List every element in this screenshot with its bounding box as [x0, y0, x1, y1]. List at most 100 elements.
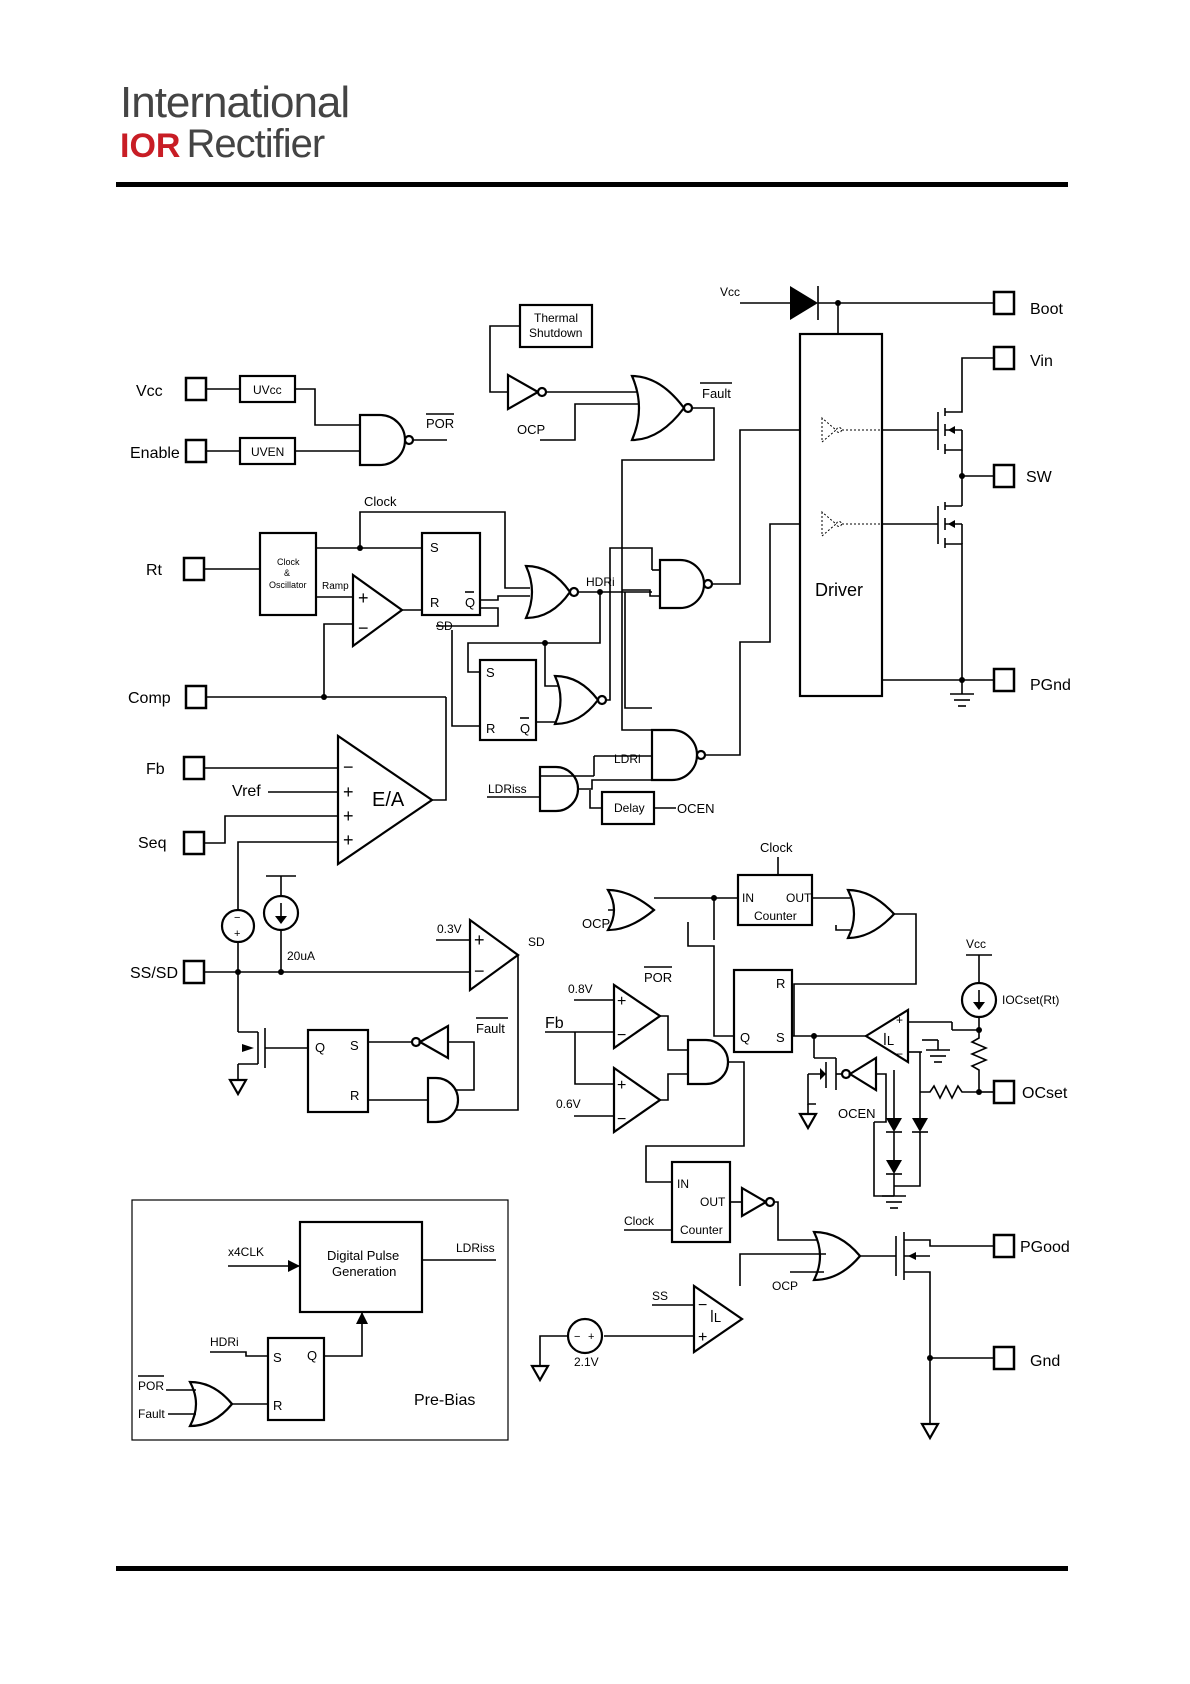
pin-pgood-label: PGood — [1020, 1239, 1070, 1256]
hdr-nand-gate — [658, 558, 706, 610]
ocp-latch-r: R — [776, 976, 785, 991]
pin-vin — [992, 345, 1016, 371]
prebias-label: Pre-Bias — [414, 1392, 475, 1409]
pin-comp — [184, 684, 208, 710]
ocset-diode-2 — [912, 1118, 928, 1132]
x4clk-label: x4CLK — [228, 1245, 264, 1259]
pgood-ocp-label: OCP — [772, 1279, 798, 1293]
ss-src-plus: + — [234, 928, 240, 940]
v06-label: 0.6V — [556, 1097, 581, 1111]
thermal-inverter — [506, 373, 541, 411]
pgood-counter-label: Counter — [680, 1223, 723, 1237]
ss-and-gate — [426, 1076, 460, 1124]
ss-latch-s: S — [350, 1038, 359, 1053]
logo-line-international: International — [120, 78, 350, 127]
pgood-comp-high — [612, 982, 662, 1051]
ldr-nand-gate — [650, 728, 699, 782]
pin-seq-label: Seq — [138, 835, 166, 852]
pgood-counter-out: OUT — [700, 1195, 726, 1209]
ss-src-minus: − — [234, 912, 240, 924]
ocen-inverter — [847, 1056, 878, 1092]
dpg-label-2: Generation — [332, 1264, 396, 1279]
gnd-symbol — [920, 1422, 940, 1441]
ss-inverter — [417, 1024, 450, 1060]
prebias-latch-s: S — [273, 1350, 282, 1365]
boot-diode — [790, 286, 818, 320]
pwm-section: Rt Clock & Oscillator Clock Ramp + − S R… — [146, 494, 652, 649]
pin-fb-label: Fb — [146, 761, 165, 778]
clock-label-2: & — [284, 568, 290, 578]
clock-label-3: Oscillator — [269, 580, 307, 590]
ldriss-label: LDRiss — [488, 782, 527, 796]
pwm-comp-plus: + — [358, 588, 369, 608]
pgood-or-gate — [812, 1230, 862, 1282]
v03-label: 0.3V — [437, 922, 462, 936]
delay-block — [600, 790, 656, 826]
boot-vcc-label: Vcc — [720, 285, 740, 299]
driver-label: Driver — [815, 580, 863, 600]
ocset-vcc-label: Vcc — [966, 937, 986, 951]
pin-pgnd-label: PGnd — [1030, 677, 1071, 694]
pgood-comp-low — [612, 1065, 662, 1135]
pre-bias-box: Digital Pulse Generation x4CLK LDRiss S … — [131, 1199, 509, 1441]
pin-sw-label: SW — [1026, 469, 1053, 486]
pgood-fb-label: Fb — [545, 1015, 564, 1032]
ocp-latch-q: Q — [740, 1030, 750, 1045]
prebias-fault-label: Fault — [138, 1407, 165, 1421]
ocp-label: OCP — [517, 422, 545, 437]
ea-plus-2: + — [343, 806, 354, 826]
ea-plus-3: + — [343, 830, 354, 850]
ssr-comp-hyst: ꟾL — [710, 1309, 721, 1325]
ocp-section: OCP Clock IN OUT Counter POR R Q S + ꟾL … — [582, 840, 1068, 1209]
pin-ss-sd-label: SS/SD — [130, 965, 178, 982]
ocp-counter-label: Counter — [754, 909, 797, 923]
pin-enable-label: Enable — [130, 445, 180, 462]
pwm-latch-s: S — [430, 540, 439, 555]
pgood-section: 0.8V Fb 0.6V + − + − IN OUT Counter Cloc… — [530, 982, 1070, 1441]
error-amplifier-section: Comp Fb Vref − + + + E/A Seq — [128, 623, 447, 910]
ocen-ground — [798, 1112, 818, 1131]
uvcc-label: UVcc — [253, 383, 282, 397]
pin-boot — [992, 290, 1016, 316]
ior-logo-mark: IOR — [120, 127, 181, 165]
ocset-comp-plus: + — [896, 1013, 903, 1027]
footer-rule — [116, 1566, 1068, 1571]
pwm-latch-qbar: Q — [465, 595, 475, 610]
header-rule — [116, 182, 1068, 187]
pin-rt — [182, 556, 206, 582]
pin-comp-label: Comp — [128, 690, 171, 707]
ocp-or-gate-2 — [846, 888, 896, 940]
ss-latch-q: Q — [315, 1040, 325, 1055]
ldri-latch-s: S — [486, 665, 495, 680]
uvlo-section: Vcc Enable UVcc UVEN POR — [130, 374, 454, 467]
hdri-label: HDRi — [586, 575, 615, 589]
ocset-comp-minus: − — [896, 1047, 903, 1061]
pin-enable — [184, 438, 208, 464]
ocp-counter — [736, 873, 814, 927]
v08-label: 0.8V — [568, 982, 593, 996]
prebias-hdri-label: HDRi — [210, 1335, 239, 1349]
hdri-nor-gate — [524, 564, 572, 620]
ocen-label: OCEN — [677, 801, 715, 816]
counter-clock-label: Clock — [760, 840, 793, 855]
prebias-latch-r: R — [273, 1398, 282, 1413]
low-side-mosfet — [937, 502, 963, 680]
ldri-section: S R Q LDRi LDRiss Delay OCEN — [451, 429, 800, 826]
ocp-or-gate-1 — [606, 888, 656, 932]
digital-pulse-generation-block — [298, 1220, 424, 1314]
ldri-label: LDRi — [614, 752, 641, 766]
ldriss-and-gate — [538, 765, 580, 813]
ocp-counter-out: OUT — [786, 891, 812, 905]
pgood-comp-low-minus: − — [617, 1111, 626, 1128]
pgood-and-gate — [686, 1038, 730, 1086]
sd-comp-plus: + — [474, 930, 485, 950]
sd-comp-minus: − — [474, 961, 485, 981]
ocset-diode-1 — [886, 1118, 902, 1132]
ss-sr-latch — [306, 1028, 370, 1114]
pgood-comp-high-plus: + — [617, 993, 626, 1010]
pin-pgnd — [992, 667, 1016, 693]
dpg-label-1: Digital Pulse — [327, 1248, 399, 1263]
